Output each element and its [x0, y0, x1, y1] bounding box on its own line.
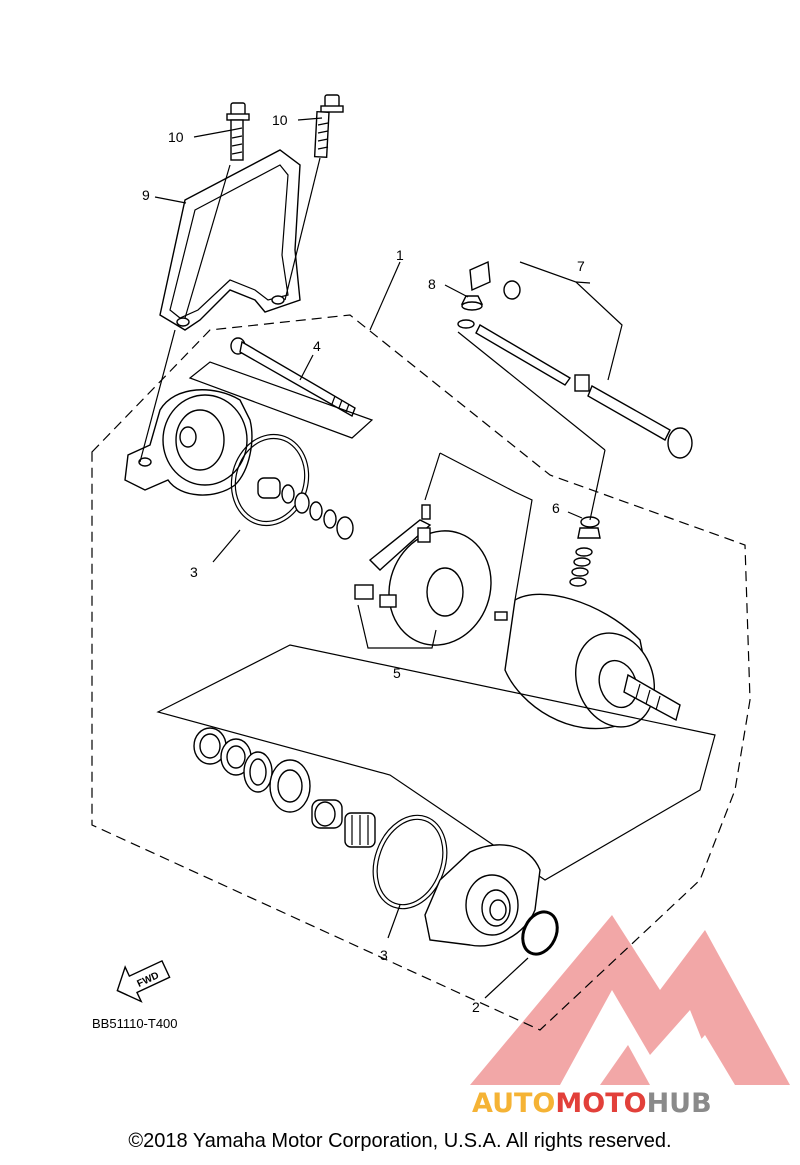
drawing-code: BB51110-T400 — [92, 1016, 178, 1031]
through-bolt-outline — [188, 361, 374, 439]
motor-yoke-icon — [494, 593, 681, 730]
nut-washer-stack-icon — [569, 516, 601, 587]
label-part-8: 8 — [428, 276, 436, 292]
assembly-boundary — [91, 314, 751, 1031]
o-ring-small-icon — [521, 910, 559, 956]
o-ring-lower-icon — [372, 814, 448, 910]
label-part-6: 6 — [552, 500, 560, 516]
automotohub-logo-icon — [470, 915, 790, 1085]
lower-kit-outline — [156, 644, 716, 881]
washer-stack-upper-icon — [257, 477, 354, 540]
part-labels: 10 10 9 1 8 7 4 6 3 5 3 2 — [142, 112, 585, 1015]
bolt-left-icon — [226, 102, 250, 161]
front-cover-icon — [424, 844, 541, 947]
copyright-notice: ©2018 Yamaha Motor Corporation, U.S.A. A… — [128, 1130, 672, 1152]
o-ring-upper-icon — [230, 433, 310, 527]
label-part-10-right: 10 — [272, 112, 288, 128]
fwd-arrow-icon: FWD — [116, 959, 171, 1003]
label-part-7: 7 — [577, 258, 585, 274]
label-part-2: 2 — [472, 999, 480, 1015]
label-part-3-upper: 3 — [190, 564, 198, 580]
starter-cable-icon — [457, 260, 693, 459]
brush-holder-icon — [354, 504, 492, 646]
bracket-icon — [159, 149, 301, 331]
label-part-5: 5 — [393, 665, 401, 681]
label-part-4: 4 — [313, 338, 321, 354]
o-ring-upper-inner — [234, 437, 306, 523]
label-part-1: 1 — [396, 247, 404, 263]
leader-lines — [139, 117, 623, 999]
label-part-10-left: 10 — [168, 129, 184, 145]
watermark-text: AUTOMOTOHUB — [472, 1088, 712, 1119]
o-ring-lower-inner — [376, 818, 444, 906]
bolt-right-icon — [313, 94, 344, 158]
label-part-3-lower: 3 — [380, 947, 388, 963]
label-part-9: 9 — [142, 187, 150, 203]
rear-cover-icon — [124, 389, 253, 496]
lead-nut-icon — [460, 295, 484, 311]
seal-kit-lower-icon — [193, 727, 376, 848]
through-bolt-icon — [230, 337, 356, 418]
